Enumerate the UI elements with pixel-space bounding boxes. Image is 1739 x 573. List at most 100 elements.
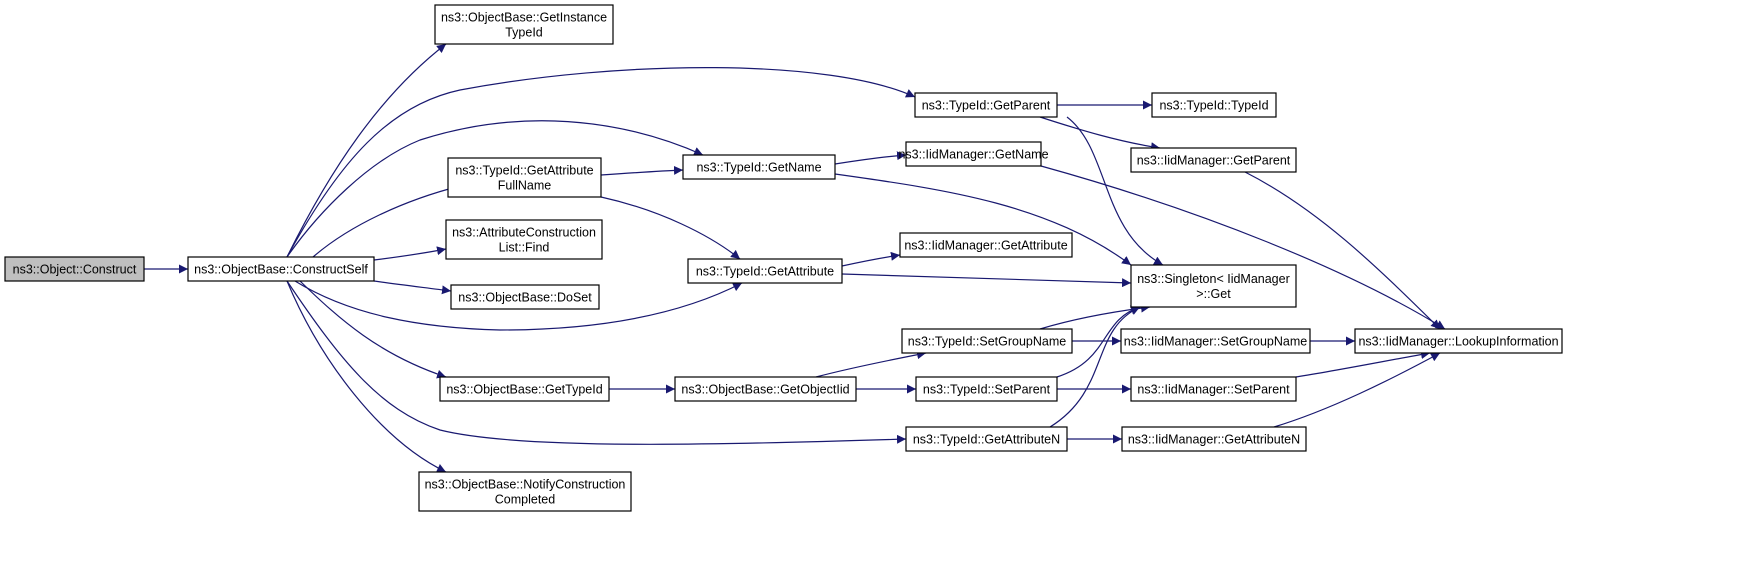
node-label: ns3::TypeId::GetParent (922, 99, 1051, 113)
node-box (1130, 376, 1297, 402)
node-typeid-typeid[interactable]: ns3::TypeId::TypeId (1151, 92, 1277, 118)
node-box (682, 154, 836, 180)
node-doset[interactable]: ns3::ObjectBase::DoSet (450, 284, 600, 310)
node-label: ns3::ObjectBase::DoSet (458, 291, 592, 305)
edge-constructself-to-doset (373, 280, 452, 295)
node-iid-getparent[interactable]: ns3::IidManager::GetParent (1130, 147, 1297, 173)
node-label: ns3::Object::Construct (13, 263, 137, 277)
node-box (1354, 328, 1563, 354)
node-box (1130, 264, 1297, 308)
node-box (434, 4, 614, 45)
node-box (905, 426, 1068, 452)
edge-constructself-to-getparent (286, 67, 916, 258)
node-gettypeid[interactable]: ns3::ObjectBase::GetTypeId (439, 376, 610, 402)
node-label: ns3::AttributeConstruction (452, 226, 596, 240)
node-setparent[interactable]: ns3::TypeId::SetParent (915, 376, 1058, 402)
node-label: ns3::IidManager::SetParent (1137, 383, 1290, 397)
node-iid-getattributen[interactable]: ns3::IidManager::GetAttributeN (1121, 426, 1307, 452)
edge-setparent-to-singleton_get (1056, 305, 1141, 378)
node-box (1130, 147, 1297, 173)
node-label: ns3::TypeId::GetAttribute (455, 164, 593, 178)
node-box (439, 376, 610, 402)
node-label: ns3::TypeId::GetAttributeN (913, 433, 1060, 447)
edge-constructself-to-getattrfull (312, 183, 461, 258)
node-constructself[interactable]: ns3::ObjectBase::ConstructSelf (187, 256, 375, 282)
node-box (905, 141, 1042, 167)
node-iid-setgroupname[interactable]: ns3::IidManager::SetGroupName (1120, 328, 1311, 354)
node-box (187, 256, 375, 282)
node-getname[interactable]: ns3::TypeId::GetName (682, 154, 836, 180)
node-construct[interactable]: ns3::Object::Construct (4, 256, 145, 282)
edge-iid_getparent-to-lookup (1244, 171, 1441, 330)
node-box (915, 376, 1058, 402)
edge-getparent-to-singleton_get (1066, 116, 1164, 266)
edge-getattrfull-to-getname (600, 165, 684, 176)
edge-iid_setparent-to-lookup (1295, 350, 1431, 378)
node-setgroupname[interactable]: ns3::TypeId::SetGroupName (901, 328, 1073, 354)
edge-constructself-to-gettypeid (299, 280, 447, 379)
node-box (445, 219, 603, 260)
node-label: ns3::IidManager::GetAttribute (904, 239, 1067, 253)
edge-getname-to-iid_getname (834, 151, 907, 165)
node-iid-setparent[interactable]: ns3::IidManager::SetParent (1130, 376, 1297, 402)
node-label: List::Find (499, 241, 550, 255)
node-box (901, 328, 1073, 354)
edge-getattribute-to-singleton_get (841, 273, 1132, 288)
node-box (4, 256, 145, 282)
node-getattribute[interactable]: ns3::TypeId::GetAttribute (687, 258, 843, 284)
node-label: ns3::TypeId::GetName (696, 161, 821, 175)
node-label: ns3::ObjectBase::ConstructSelf (194, 263, 368, 277)
node-label: ns3::Singleton< IidManager (1137, 272, 1290, 286)
node-box (1151, 92, 1277, 118)
nodes-layer: ns3::Object::Construct ns3::ObjectBase::C… (4, 4, 1563, 512)
node-label: ns3::ObjectBase::GetTypeId (446, 383, 602, 397)
node-getparent[interactable]: ns3::TypeId::GetParent (914, 92, 1058, 118)
edge-getobjectiid-to-setgroupname (815, 350, 927, 378)
node-label: ns3::ObjectBase::GetObjectIid (681, 383, 849, 397)
node-label: ns3::IidManager::GetParent (1137, 154, 1291, 168)
node-iid-getattribute[interactable]: ns3::IidManager::GetAttribute (899, 232, 1073, 258)
node-label: FullName (498, 179, 552, 193)
edge-getparent-to-iid_getparent (1039, 116, 1161, 152)
node-label: ns3::IidManager::SetGroupName (1124, 335, 1307, 349)
node-lookup[interactable]: ns3::IidManager::LookupInformation (1354, 328, 1563, 354)
edge-constructself-to-getinstance (286, 43, 447, 258)
node-label: ns3::IidManager::GetAttributeN (1128, 433, 1300, 447)
node-label: ns3::TypeId::SetParent (923, 383, 1051, 397)
node-box (1120, 328, 1311, 354)
edge-iid_getattributen-to-lookup (1273, 352, 1441, 428)
node-label: ns3::ObjectBase::GetInstance (441, 11, 607, 25)
node-label: >::Get (1196, 287, 1231, 301)
edge-constructself-to-acfind (373, 246, 447, 261)
node-getattributen[interactable]: ns3::TypeId::GetAttributeN (905, 426, 1068, 452)
edge-getattributen-to-singleton_get (1049, 306, 1141, 428)
node-label: ns3::TypeId::SetGroupName (908, 335, 1066, 349)
node-label: ns3::ObjectBase::NotifyConstruction (425, 478, 626, 492)
node-label: ns3::IidManager::GetName (898, 148, 1048, 162)
node-label: ns3::TypeId::GetAttribute (696, 265, 834, 279)
edge-constructself-to-getattribute (294, 280, 743, 331)
edge-getattrfull-to-getattribute (600, 196, 741, 260)
node-box (687, 258, 843, 284)
node-iid-getname[interactable]: ns3::IidManager::GetName (898, 141, 1049, 167)
node-label: Completed (495, 493, 555, 507)
edge-iid_getname-to-lookup (1040, 165, 1446, 330)
node-box (899, 232, 1073, 258)
node-singleton-get[interactable]: ns3::Singleton< IidManager>::Get (1130, 264, 1297, 308)
node-notify[interactable]: ns3::ObjectBase::NotifyConstructionCompl… (418, 471, 632, 512)
edge-getattribute-to-iid_getattribute (841, 251, 901, 267)
node-box (674, 376, 857, 402)
edge-constructself-to-notify (286, 280, 447, 473)
node-box (1121, 426, 1307, 452)
node-label: ns3::IidManager::LookupInformation (1358, 335, 1558, 349)
node-box (447, 157, 602, 198)
node-box (914, 92, 1058, 118)
node-box (418, 471, 632, 512)
node-getobjectiid[interactable]: ns3::ObjectBase::GetObjectIid (674, 376, 857, 402)
edge-getname-to-singleton_get (834, 173, 1132, 266)
node-box (450, 284, 600, 310)
